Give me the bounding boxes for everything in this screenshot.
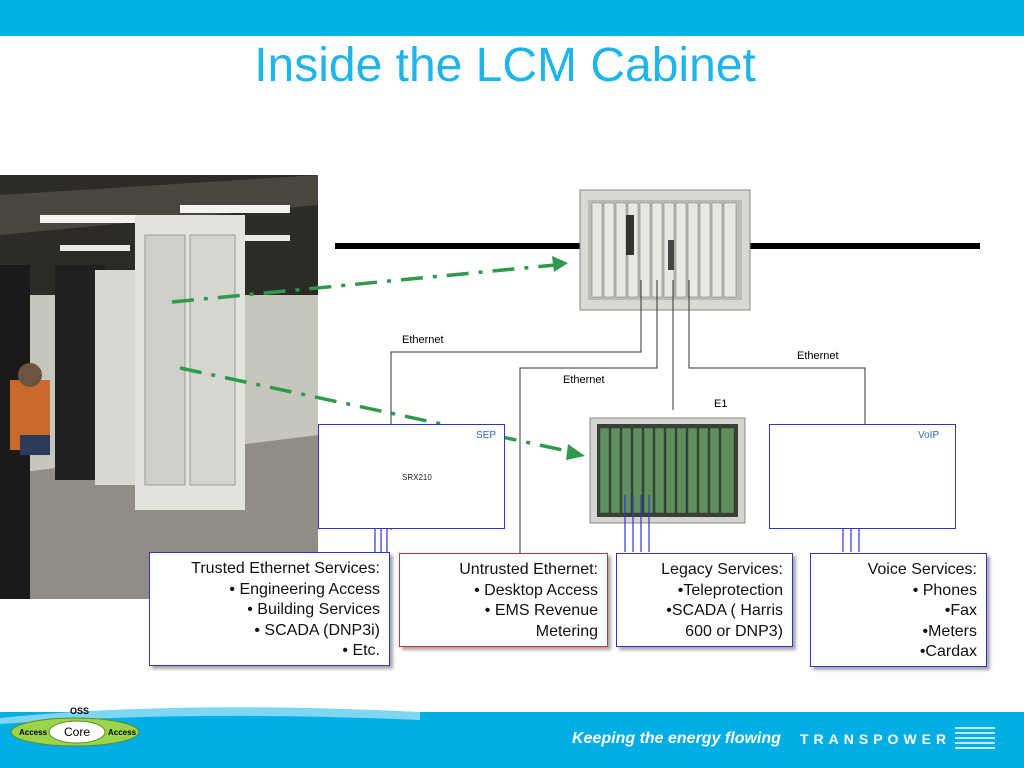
legacy-services-box: Legacy Services: •Teleprotection •SCADA … xyxy=(616,553,793,647)
voice-item-fax: •Fax xyxy=(944,602,977,619)
core-label: Core xyxy=(64,725,91,739)
ethernet-label-center: Ethernet xyxy=(563,374,605,386)
firewall-model-label: SRX210 xyxy=(402,473,432,482)
legacy-chassis xyxy=(589,417,746,524)
legacy-heading: Legacy Services: xyxy=(661,561,783,578)
trusted-item-etc: • Etc. xyxy=(342,642,380,659)
ethernet-label-right: Ethernet xyxy=(797,350,839,362)
e1-label: E1 xyxy=(714,398,728,410)
oss-label: OSS xyxy=(70,706,90,716)
cabinet-photo xyxy=(0,175,318,599)
brand-mark-icon xyxy=(955,727,995,749)
legacy-item-scada-detail: 600 or DNP3) xyxy=(685,622,783,640)
untrusted-item-metering: Metering xyxy=(535,622,598,640)
trusted-item-engineering: • Engineering Access xyxy=(229,580,380,598)
trusted-services-heading: Trusted Ethernet Services: xyxy=(191,560,380,577)
brand-logo-text: TRANSPOWER xyxy=(800,731,952,747)
legacy-item-scada: •SCADA ( Harris xyxy=(666,602,783,619)
voip-device-box xyxy=(769,424,956,529)
footer-tagline: Keeping the energy flowing xyxy=(572,730,781,747)
voice-item-cardax: •Cardax xyxy=(919,643,977,660)
top-banner xyxy=(0,0,1024,36)
backbone-line-left xyxy=(335,243,580,249)
legacy-item-teleprotection: •Teleprotection xyxy=(677,581,783,599)
trusted-item-scada: • SCADA (DNP3i) xyxy=(254,621,380,639)
trusted-services-box: Trusted Ethernet Services: • Engineering… xyxy=(149,552,390,666)
access-label-right: Access xyxy=(108,728,137,737)
voip-label: VoIP xyxy=(918,430,940,441)
footer-wave-graphic xyxy=(0,707,420,768)
untrusted-item-ems: • EMS Revenue xyxy=(484,602,598,619)
trusted-item-building: • Building Services xyxy=(247,601,380,618)
sep-device-box xyxy=(318,424,505,529)
mux-chassis-top xyxy=(579,189,751,311)
untrusted-item-desktop: • Desktop Access xyxy=(474,581,598,599)
voice-services-box: Voice Services: • Phones •Fax •Meters •C… xyxy=(810,553,987,667)
slide-title: Inside the LCM Cabinet xyxy=(254,39,756,92)
voice-heading: Voice Services: xyxy=(867,561,977,578)
backbone-line-right xyxy=(745,243,980,249)
sep-label: SEP xyxy=(476,430,497,441)
untrusted-ethernet-box: Untrusted Ethernet: • Desktop Access • E… xyxy=(399,553,608,647)
untrusted-heading: Untrusted Ethernet: xyxy=(459,561,598,578)
ethernet-label-left: Ethernet xyxy=(402,334,444,346)
voice-item-meters: •Meters xyxy=(922,622,978,640)
voice-item-phones: • Phones xyxy=(912,581,977,599)
access-label-left: Access xyxy=(19,728,48,737)
